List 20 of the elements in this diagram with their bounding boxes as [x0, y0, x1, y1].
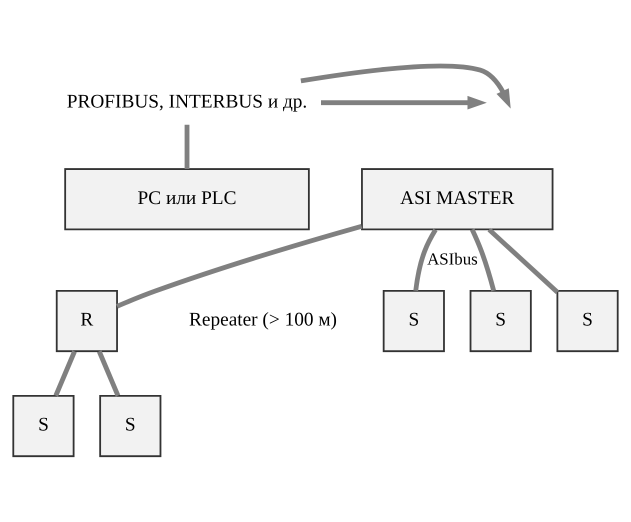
node-box: S	[382, 290, 445, 352]
connector	[54, 350, 77, 397]
connector	[116, 224, 362, 309]
node-label: Repeater (> 100 м)	[189, 310, 337, 331]
node-text: PROFIBUS, INTERBUS и др.	[66, 91, 308, 112]
connector	[488, 228, 559, 294]
connector	[413, 228, 438, 292]
arrow	[300, 64, 511, 109]
node-box: S	[99, 394, 162, 458]
connector	[470, 228, 496, 292]
node-box: R	[56, 290, 118, 352]
connector	[97, 350, 120, 397]
node-box: ASI MASTER	[361, 168, 554, 230]
node-box: S	[470, 290, 532, 352]
node-box: PC или PLC	[64, 168, 310, 230]
node-box: S	[12, 394, 75, 458]
connector	[184, 124, 190, 169]
edge-label: ASIbus	[427, 250, 478, 269]
arrow	[321, 96, 487, 110]
node-box: S	[556, 290, 619, 352]
